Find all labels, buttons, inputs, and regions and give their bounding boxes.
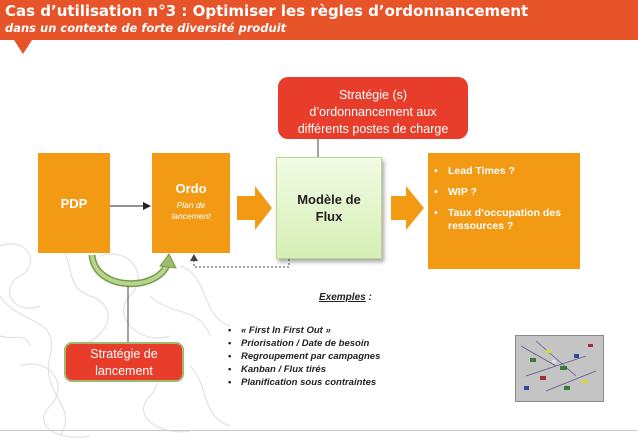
pdp-box: PDP — [38, 153, 110, 253]
result-item: •Lead Times ? — [434, 165, 515, 177]
exemples-heading: Exemples : — [319, 292, 372, 303]
strat-top-line3: différents postes de charge — [297, 122, 449, 136]
footer-divider — [0, 430, 638, 431]
page-subtitle: dans un contexte de forte diversité prod… — [5, 21, 287, 35]
list-item: •« First In First Out » — [228, 325, 331, 336]
list-item: •Regroupement par campagnes — [228, 351, 381, 362]
modele-line2: Flux — [315, 209, 343, 224]
result-item: •Taux d’occupation des ressources ? — [434, 207, 561, 232]
modele-flux-box: Modèle de Flux — [276, 157, 382, 259]
page-title: Cas d’utilisation n°3 : Optimiser les rè… — [5, 2, 529, 20]
green-curved-arrow — [88, 254, 172, 288]
strategie-ordonnancement-box: Stratégie (s) d’ordonnancement aux diffé… — [278, 77, 468, 139]
list-item: •Priorisation / Date de besoin — [228, 338, 370, 349]
result-item: •WIP ? — [434, 186, 477, 198]
header-notch — [14, 40, 32, 54]
strat-top-line2: d’ordonnancement aux — [309, 105, 437, 119]
simulation-thumbnail — [515, 335, 604, 402]
header-banner: Cas d’utilisation n°3 : Optimiser les rè… — [0, 0, 638, 40]
strategie-lancement-box: Stratégie de lancement — [64, 342, 184, 382]
ordo-title: Ordo — [175, 181, 207, 196]
arrow-modele-results — [391, 186, 424, 230]
list-item: •Kanban / Flux tirés — [228, 364, 326, 375]
modele-line1: Modèle de — [297, 192, 361, 207]
exemples-list: •« First In First Out » •Priorisation / … — [228, 324, 380, 389]
strat-lanc-line1: Stratégie de — [90, 347, 158, 361]
list-item: •Planification sous contraintes — [228, 377, 377, 388]
pdp-label: PDP — [60, 195, 88, 211]
simulation-image — [516, 336, 603, 401]
ordo-box: Ordo Plan de lancement — [152, 153, 230, 253]
ordo-subtitle: Plan de lancement — [171, 200, 211, 221]
bullet: • — [434, 207, 438, 219]
arrow-ordo-modele — [237, 186, 272, 230]
strat-lanc-line2: lancement — [95, 364, 153, 378]
bullet: • — [434, 186, 438, 198]
feedback-dotted-arrow — [193, 258, 290, 268]
results-box: •Lead Times ? •WIP ? •Taux d’occupation … — [428, 153, 580, 269]
bullet: • — [434, 165, 438, 177]
strat-top-line1: Stratégie (s) — [338, 88, 408, 102]
